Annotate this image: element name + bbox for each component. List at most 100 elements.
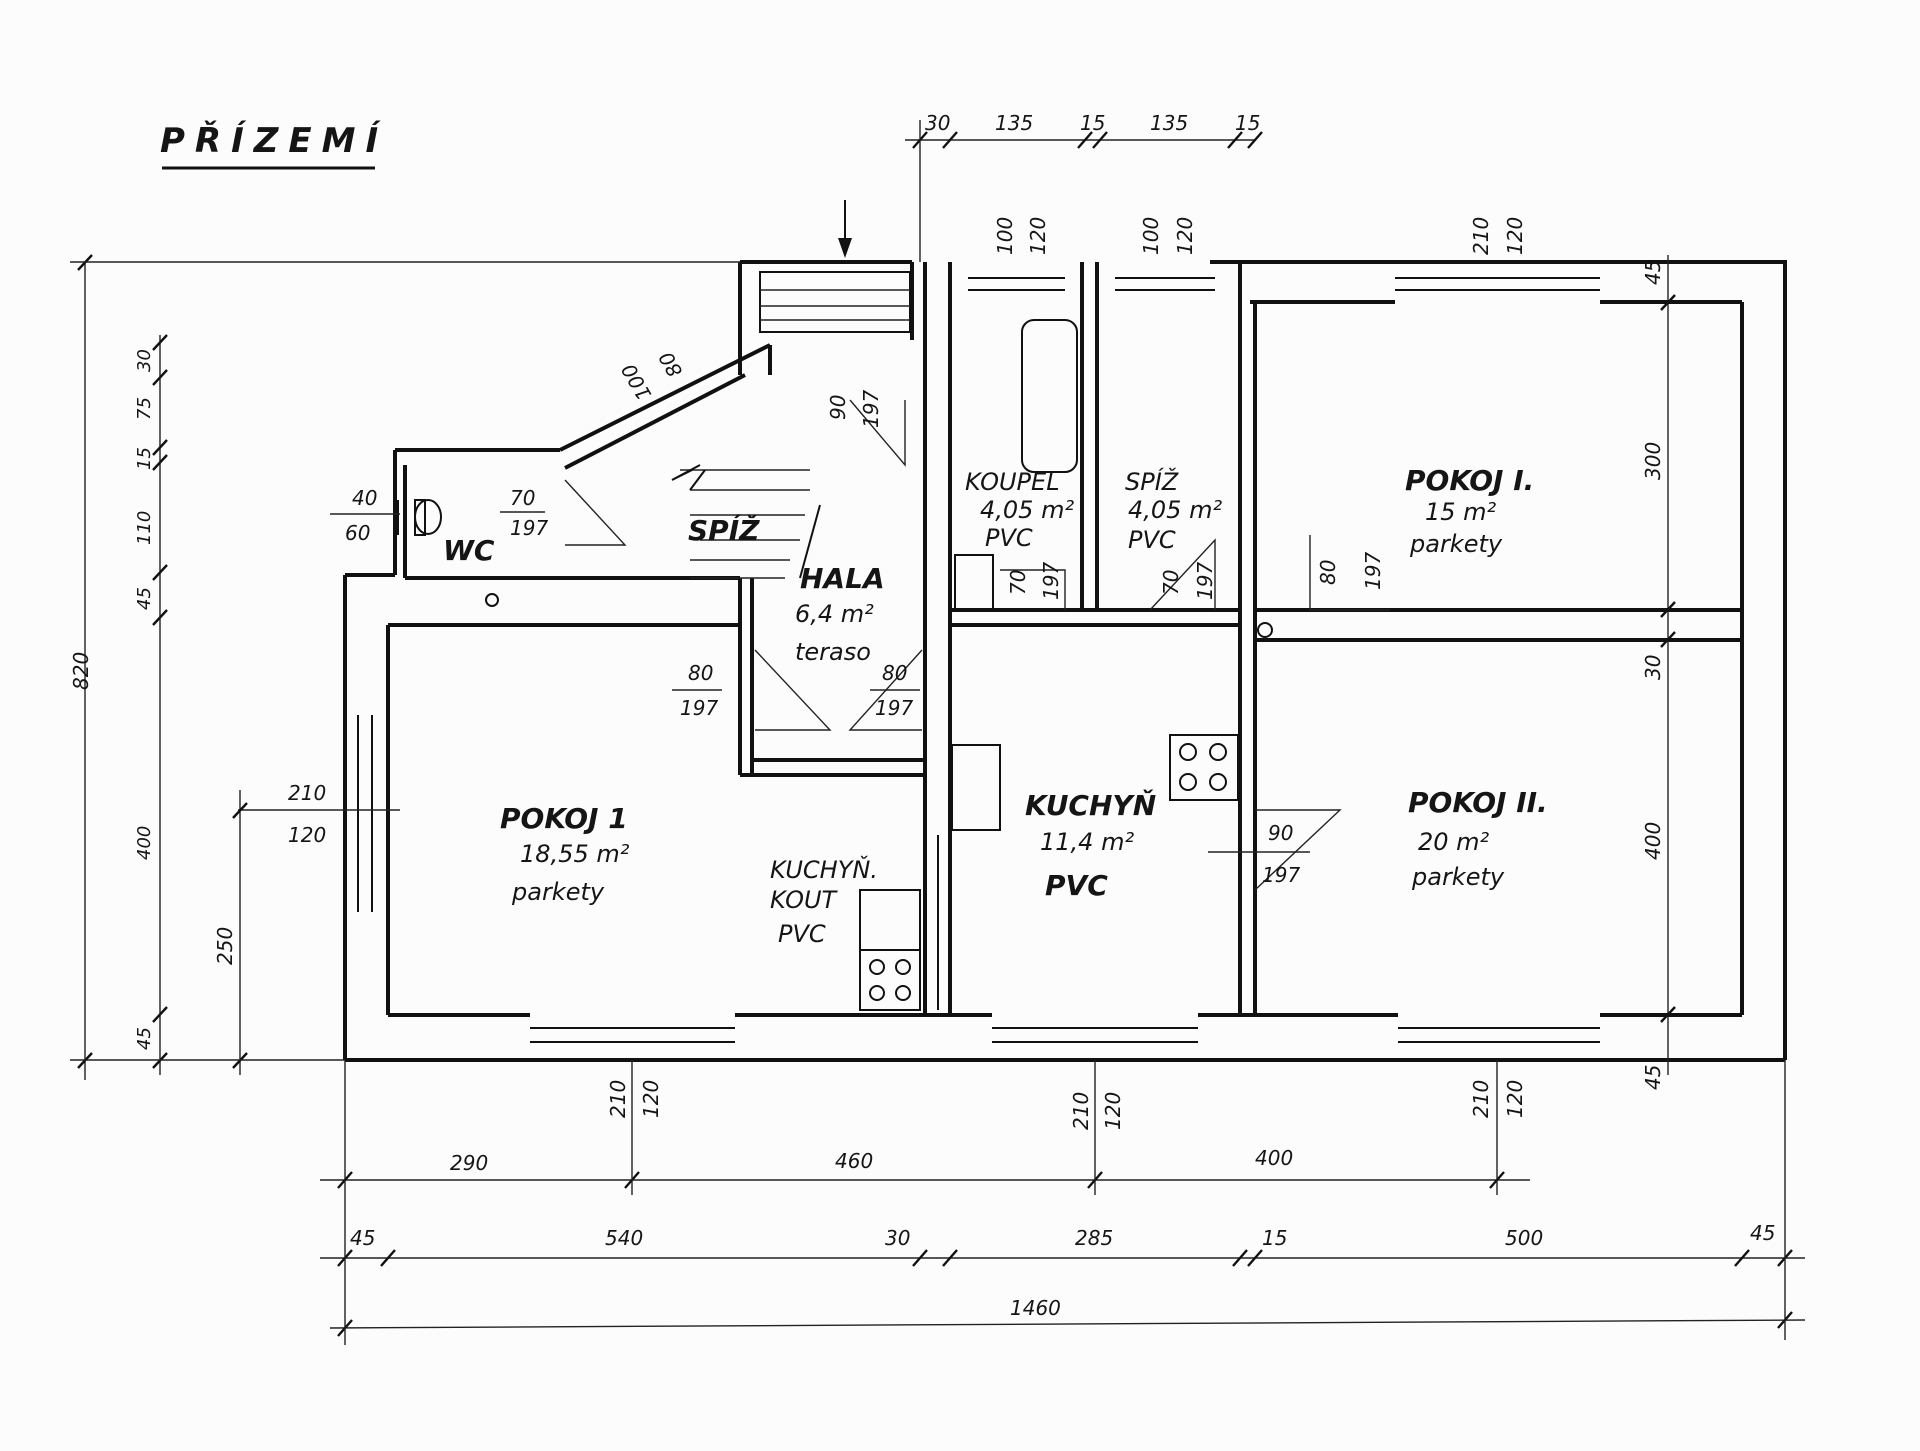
label-bottom-win-1: 210 120 bbox=[606, 1080, 663, 1118]
pokoj2-floor: parkety bbox=[1411, 863, 1505, 891]
kuchyn-name: KUCHYŇ bbox=[1025, 788, 1156, 822]
hala-floor: teraso bbox=[795, 638, 871, 666]
svg-text:197: 197 bbox=[680, 696, 718, 720]
dim-bottom-4: 15 bbox=[1262, 1226, 1287, 1250]
svg-text:197: 197 bbox=[859, 390, 883, 428]
label-top-win-koupel: 100 120 bbox=[993, 217, 1050, 255]
dim-top-2: 15 bbox=[1080, 111, 1105, 135]
entrance-arrow-head bbox=[838, 238, 852, 258]
dim-right-bottom: 45 bbox=[1641, 1065, 1665, 1090]
dim-left-6: 45 bbox=[134, 1027, 155, 1050]
koupel-name: KOUPEL bbox=[965, 468, 1060, 496]
label-spiz-door: 70 197 bbox=[1159, 562, 1217, 600]
spiz-floor: PVC bbox=[1128, 526, 1176, 554]
toilet-icon bbox=[414, 499, 442, 535]
door-hala-swing bbox=[849, 399, 906, 467]
dim-left-0: 30 bbox=[134, 349, 155, 372]
dim-right-pokoj-i: 300 bbox=[1641, 442, 1665, 480]
label-top-win-pokoj-i: 210 120 bbox=[1469, 217, 1527, 255]
hala-area: 6,4 m² bbox=[795, 600, 874, 628]
pokoj1-area: 18,55 m² bbox=[520, 840, 630, 868]
dim-left-5: 400 bbox=[134, 826, 155, 860]
wc-name: WC bbox=[443, 534, 495, 567]
svg-text:80: 80 bbox=[1316, 560, 1340, 585]
dim-left-sill: 250 bbox=[213, 927, 237, 965]
dim-total: 1460 bbox=[1010, 1296, 1061, 1320]
svg-text:80: 80 bbox=[882, 661, 907, 685]
top-chain-tick bbox=[942, 131, 958, 149]
top-chain-tick bbox=[1247, 131, 1263, 149]
top-chain-tick bbox=[1077, 131, 1093, 149]
basin-icon bbox=[954, 554, 994, 611]
svg-text:120: 120 bbox=[288, 823, 326, 847]
door-spiz-swing bbox=[1149, 538, 1216, 611]
koupel-area: 4,05 m² bbox=[980, 496, 1074, 524]
kuchyn-kout-floor: PVC bbox=[778, 920, 826, 948]
dim-axis-2: 400 bbox=[1255, 1146, 1293, 1170]
dim-bottom-2: 30 bbox=[885, 1226, 910, 1250]
pokoj1-name: POKOJ 1 bbox=[500, 802, 628, 835]
dim-left-3: 110 bbox=[134, 511, 155, 545]
svg-text:197: 197 bbox=[875, 696, 913, 720]
door-wc-swing bbox=[564, 479, 627, 546]
svg-text:40: 40 bbox=[352, 486, 377, 510]
label-stair-door: 100 80 bbox=[616, 347, 687, 404]
kuchyn-kout-name: KUCHYŇ. bbox=[770, 855, 878, 884]
label-kuchyn-door: 80 197 bbox=[870, 661, 920, 720]
svg-text:70: 70 bbox=[1159, 570, 1183, 595]
svg-text:120: 120 bbox=[1101, 1092, 1125, 1130]
window-top-koupel bbox=[968, 277, 1065, 291]
svg-text:210: 210 bbox=[288, 781, 326, 805]
label-bottom-win-2: 210 120 bbox=[1069, 1092, 1125, 1130]
kuchyn-floor: PVC bbox=[1045, 869, 1108, 902]
label-bottom-win-3: 210 120 bbox=[1469, 1080, 1527, 1118]
door-pokoj1-swing bbox=[754, 649, 832, 731]
dim-top-4: 15 bbox=[1235, 111, 1260, 135]
hala-name: HALA bbox=[800, 562, 885, 595]
top-chain-tick bbox=[1092, 131, 1108, 149]
room-labels: POKOJ 1 18,55 m² parkety KUCHYŇ. KOUT PV… bbox=[443, 464, 1548, 948]
kuchyn-kout-name2: KOUT bbox=[770, 886, 839, 914]
svg-text:100: 100 bbox=[993, 217, 1017, 255]
label-pokoj1-door: 80 197 bbox=[672, 661, 722, 720]
stove-nook-icon bbox=[859, 949, 921, 1011]
pokoj1-floor: parkety bbox=[511, 878, 605, 906]
svg-text:70: 70 bbox=[510, 486, 535, 510]
svg-text:210: 210 bbox=[1069, 1092, 1093, 1130]
svg-text:80: 80 bbox=[688, 661, 713, 685]
svg-text:197: 197 bbox=[510, 516, 548, 540]
dim-bottom-6: 45 bbox=[1750, 1221, 1775, 1245]
dim-bottom-3: 285 bbox=[1075, 1226, 1113, 1250]
label-pokoj-i-door: 80 197 bbox=[1316, 552, 1385, 590]
svg-text:60: 60 bbox=[345, 521, 370, 545]
dim-right-top: 45 bbox=[1641, 260, 1665, 285]
svg-text:197: 197 bbox=[1361, 552, 1385, 590]
dim-bottom-0: 45 bbox=[350, 1226, 375, 1250]
dim-right-wall: 30 bbox=[1641, 655, 1665, 680]
dim-top-3: 135 bbox=[1150, 111, 1188, 135]
dim-left-2: 15 bbox=[134, 447, 155, 470]
label-left-window: 210 120 bbox=[238, 781, 400, 847]
pokoj-i-area: 15 m² bbox=[1425, 498, 1497, 526]
door-pokoj2-swing bbox=[1254, 809, 1342, 891]
pokoj-i-name: POKOJ I. bbox=[1405, 464, 1534, 497]
svg-text:120: 120 bbox=[1173, 217, 1197, 255]
label-top-win-spiz: 100 120 bbox=[1139, 217, 1197, 255]
svg-text:120: 120 bbox=[1503, 217, 1527, 255]
door-koupel-swing bbox=[1000, 569, 1066, 610]
window-top-pokoj-i bbox=[1395, 277, 1600, 291]
exterior-walls bbox=[343, 260, 1787, 1062]
window-left bbox=[357, 715, 373, 912]
cabinet-kuchyn bbox=[951, 744, 1001, 831]
svg-text:197: 197 bbox=[1262, 863, 1300, 887]
spiz-name: SPÍŽ bbox=[1125, 467, 1179, 496]
window-bottom-3 bbox=[1398, 1027, 1600, 1043]
label-pokoj2-door: 90 197 bbox=[1208, 821, 1310, 887]
dim-top-1: 135 bbox=[995, 111, 1033, 135]
door-swings bbox=[564, 399, 1390, 891]
label-koupel-door: 70 197 bbox=[1006, 562, 1063, 600]
pokoj2-area: 20 m² bbox=[1418, 828, 1490, 856]
top-chain-tick bbox=[1227, 131, 1243, 149]
label-wc-window: 40 60 bbox=[330, 486, 400, 545]
spiz-small-name: SPÍŽ bbox=[688, 513, 760, 547]
